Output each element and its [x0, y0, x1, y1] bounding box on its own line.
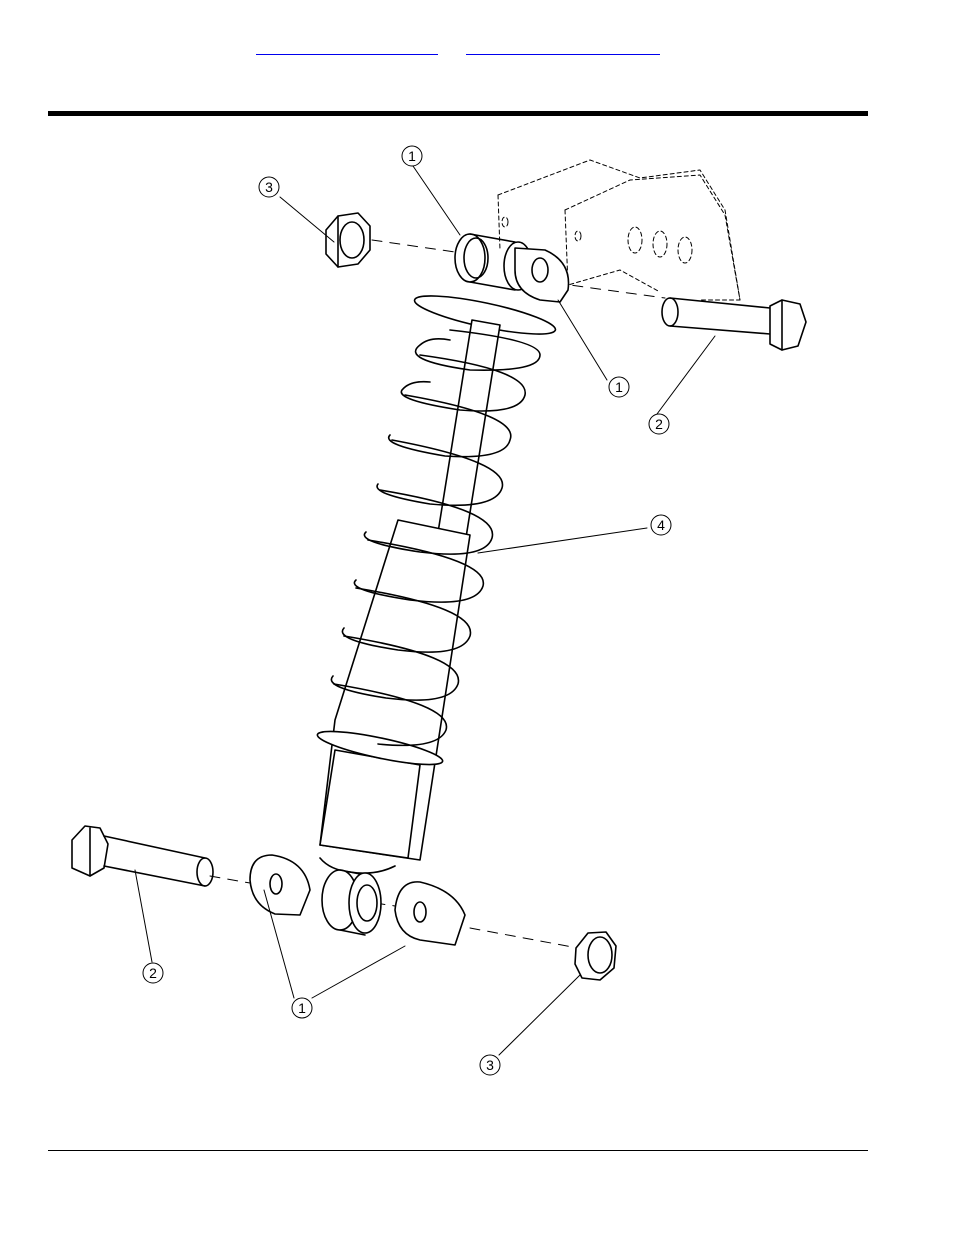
- shock-body: [315, 320, 500, 860]
- callout-spring: 4: [657, 517, 665, 533]
- bottom-bushing: [320, 858, 395, 935]
- callout-top-bushing: 1: [408, 148, 416, 164]
- top-bolt: [662, 298, 806, 350]
- callout-top-bolt: 2: [655, 416, 663, 432]
- bottom-bolt: [72, 826, 213, 886]
- callout-bottom-clevis: 1: [298, 1000, 306, 1016]
- footer-rule: [48, 1150, 868, 1151]
- top-nut: [326, 213, 370, 267]
- callout-top-nut: 3: [265, 179, 273, 195]
- callout-bottom-bolt: 2: [149, 965, 157, 981]
- top-clevis: [515, 248, 569, 302]
- callout-top-clevis: 1: [615, 379, 623, 395]
- callout-bottom-nut: 3: [486, 1057, 494, 1073]
- bottom-nut: [575, 932, 616, 980]
